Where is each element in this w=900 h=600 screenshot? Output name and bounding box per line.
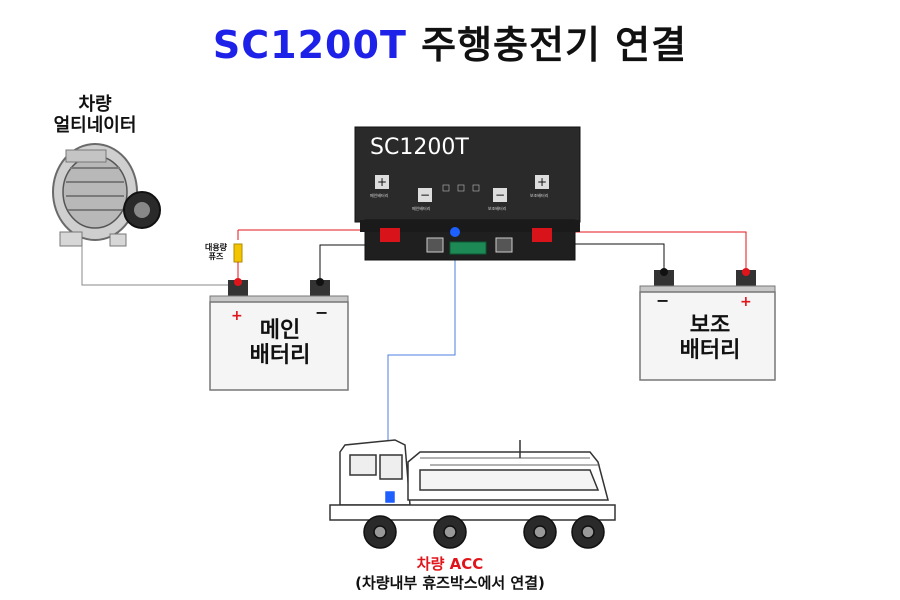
device-main-negative-terminal	[426, 237, 444, 253]
svg-text:−: −	[420, 188, 430, 202]
svg-text:−: −	[495, 188, 505, 202]
aux-minus-sign: −	[656, 291, 670, 310]
acc-wire	[387, 245, 456, 498]
truck-wheels	[363, 515, 605, 549]
main-battery-label-line1: 메인	[259, 318, 301, 343]
device-btn-label-4: 보조배터리	[530, 193, 549, 198]
aux-battery-label-line1: 보조	[689, 313, 731, 338]
device-aux-negative-terminal	[495, 237, 513, 253]
truck-image	[329, 439, 616, 521]
aux-positive-wire	[540, 231, 747, 270]
device-btn-label-3: 보조배터리	[488, 206, 507, 211]
aux-battery-label: 보조 배터리	[650, 313, 770, 364]
fuse-label-line1: 대용량	[204, 243, 228, 252]
acc-label: 차량 ACC	[416, 555, 484, 573]
device-aux-positive-terminal	[532, 228, 552, 242]
svg-text:+: +	[377, 175, 387, 189]
device-acc-terminal	[450, 227, 460, 237]
main-battery	[209, 278, 349, 391]
title-text: 주행충전기 연결	[406, 23, 688, 67]
main-plus-sign: +	[231, 308, 243, 324]
title-model: SC1200T	[212, 23, 407, 67]
alternator-label: 차량 얼티네이터	[40, 94, 150, 136]
panel-minus-left: −	[418, 188, 432, 202]
device-btn-label-2: 메인배터리	[412, 206, 431, 211]
svg-text:+: +	[537, 175, 547, 189]
main-minus-sign: −	[315, 303, 329, 322]
panel-minus-right: −	[493, 188, 507, 202]
sc1200t-device: + − − +	[354, 126, 581, 261]
acc-sublabel: (차량내부 휴즈박스에서 연결)	[355, 574, 545, 592]
aux-battery	[639, 268, 776, 381]
alternator-wire	[81, 246, 238, 286]
aux-plus-sign: +	[740, 294, 752, 310]
page-title: SC1200T 주행충전기 연결	[0, 14, 900, 69]
panel-plus-right: +	[535, 175, 549, 189]
device-main-positive-terminal	[380, 228, 400, 242]
main-battery-label: 메인 배터리	[220, 318, 340, 369]
main-battery-label-line2: 배터리	[249, 343, 311, 369]
alternator-image	[52, 143, 161, 247]
fuse-label: 대용량 퓨즈	[196, 243, 236, 262]
device-label: SC1200T	[370, 135, 469, 160]
fuse-label-line2: 퓨즈	[208, 251, 224, 261]
panel-plus-left: +	[375, 175, 389, 189]
aux-battery-label-line2: 배터리	[679, 338, 741, 364]
device-btn-label-1: 메인배터리	[370, 193, 389, 198]
alternator-label-line2: 얼티네이터	[53, 114, 137, 136]
alternator-label-line1: 차량	[78, 94, 112, 115]
